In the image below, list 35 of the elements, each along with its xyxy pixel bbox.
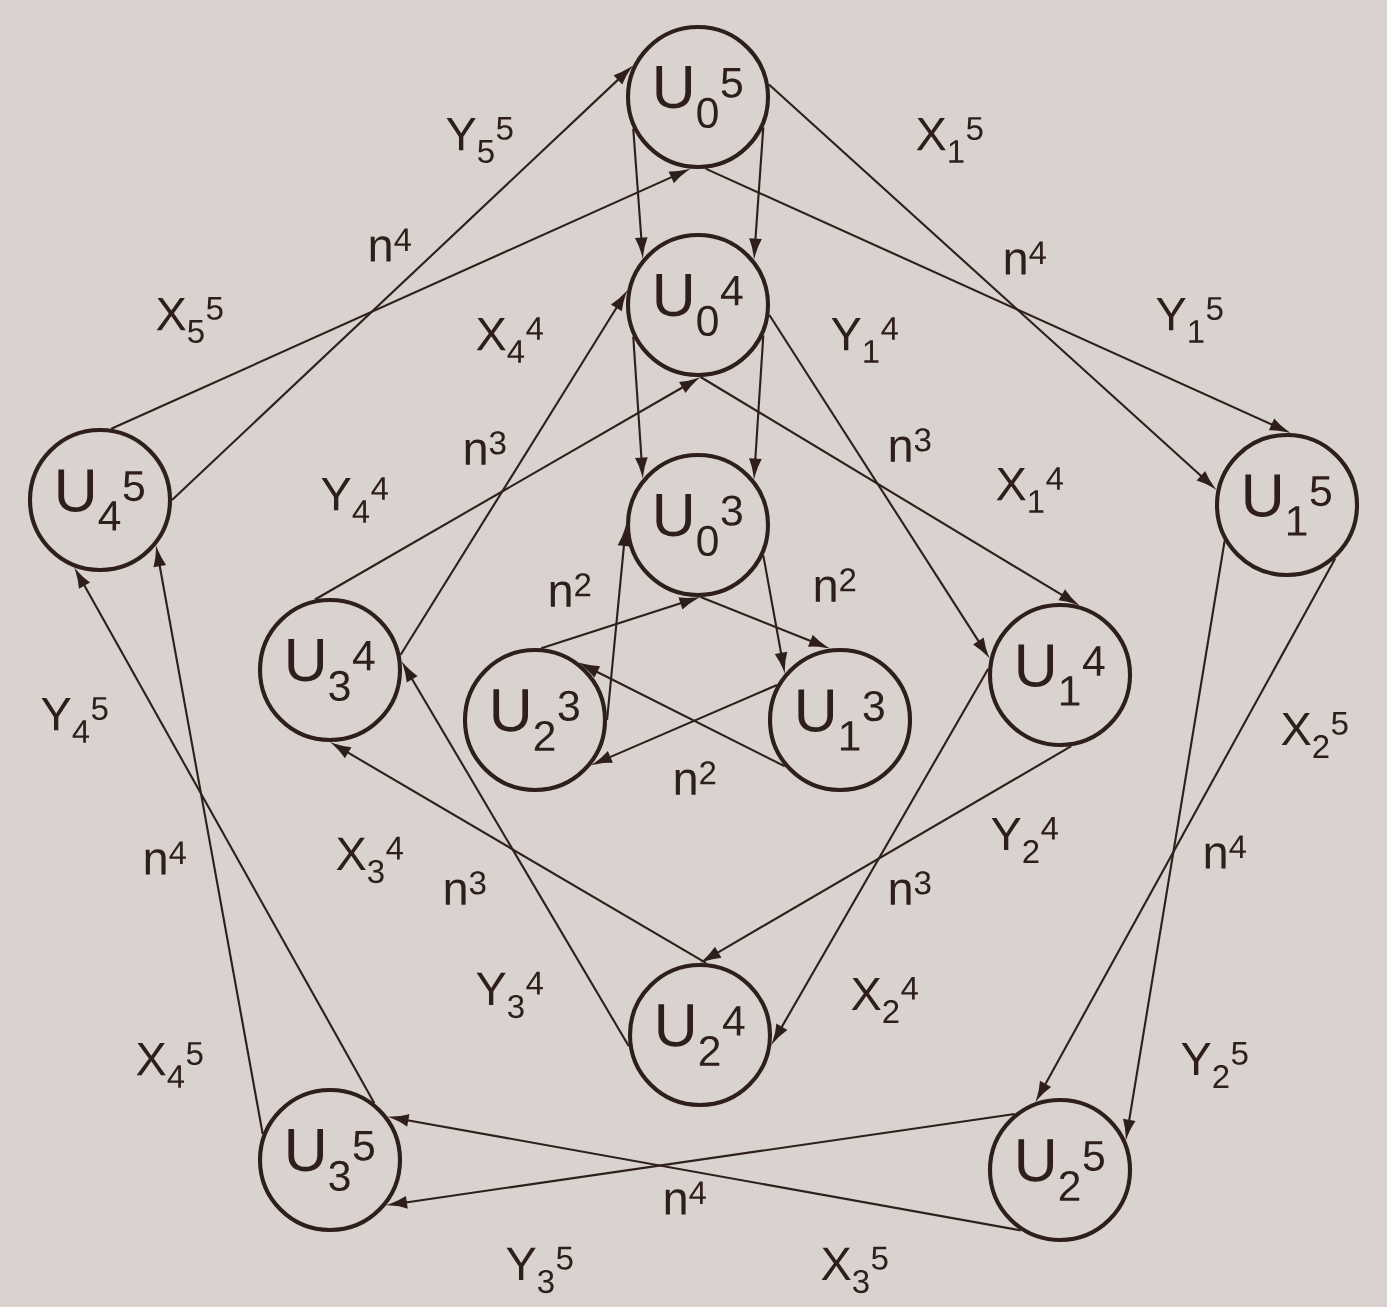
arrow	[75, 570, 376, 1104]
crossing-label: n$^{3}$	[441, 870, 489, 906]
circle-node: U$_{2}$3	[462, 647, 608, 793]
arrow	[171, 67, 631, 501]
edge-label: Y$_{2}$5	[1179, 1040, 1251, 1090]
crossing-label: n$^{4}$	[661, 1180, 709, 1216]
edge-label: X$_{4}$5	[134, 1041, 206, 1089]
crossing-label: n$^{4}$	[1201, 834, 1249, 870]
arrow	[333, 743, 707, 965]
arrow	[110, 169, 687, 430]
edge-label: Y$_{3}$5	[504, 1245, 576, 1295]
arrow	[1123, 540, 1226, 1137]
edge-label: X$_{1}$5	[914, 115, 986, 164]
edge-label: Y$_{5}$5	[444, 115, 516, 165]
circle-node: U$_{3}$5	[257, 1087, 403, 1233]
crossing-label: n$^{4}$	[141, 840, 189, 876]
edge-label: X$_{3}$5	[819, 1245, 891, 1295]
circle-node: U$_{2}$5	[987, 1097, 1133, 1243]
circle-node: U$_{2}$4	[627, 962, 773, 1108]
circle-node: U$_{1}$5	[1214, 432, 1360, 578]
circle-node: U$_{1}$4	[987, 602, 1133, 748]
crossing-label: n$^{4}$	[366, 227, 414, 263]
circle-node: U$_{4}$5	[27, 427, 173, 573]
arrow	[391, 1114, 1021, 1232]
circle-node: U$_{3}$4	[257, 597, 403, 743]
edge-label: X$_{3}$4	[334, 835, 406, 885]
circle-node: U$_{0}$5	[625, 24, 771, 170]
arrow	[403, 664, 630, 1047]
arrow	[1036, 558, 1337, 1099]
edge-label: X$_{2}$5	[1279, 710, 1351, 760]
edge-label: Y$_{3}$4	[474, 970, 546, 1020]
edge-label: Y$_{4}$5	[39, 695, 111, 744]
edge-label: X$_{5}$5	[154, 295, 226, 345]
edge-label: X$_{2}$4	[849, 975, 921, 1025]
edge-label: X$_{4}$4	[474, 315, 546, 364]
